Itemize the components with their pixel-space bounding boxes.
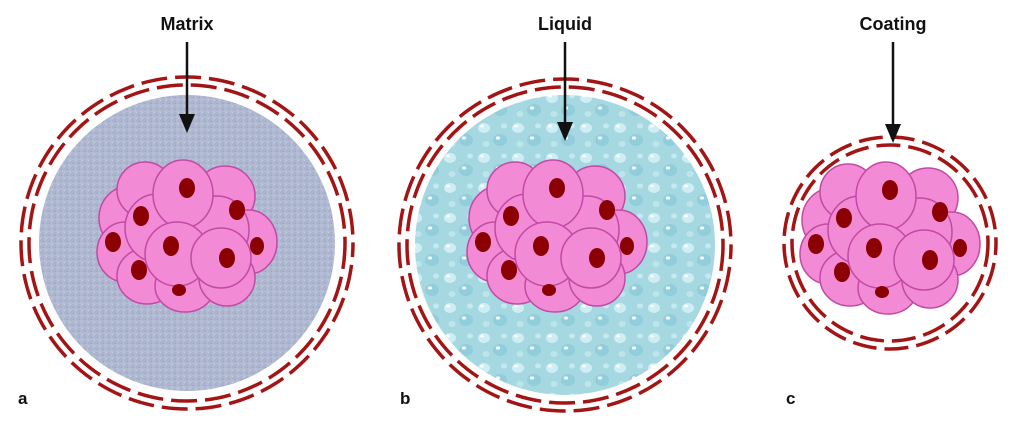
matrix-shell <box>27 83 347 403</box>
panel-label: Liquid <box>538 14 592 34</box>
panel-label: Coating <box>860 14 927 34</box>
panel-letter: a <box>18 389 28 408</box>
arrow-head <box>179 114 195 133</box>
arrow-head <box>557 122 573 141</box>
panel-coating: Coating c <box>782 14 998 408</box>
liquid-shell <box>405 85 725 405</box>
panel-liquid: Liquid b <box>397 14 733 413</box>
panel-matrix: Matrix a <box>18 14 355 411</box>
cell-cluster <box>799 161 981 315</box>
panel-label: Matrix <box>160 14 213 34</box>
cell-cluster <box>96 159 278 313</box>
coating-shell-outer <box>782 135 998 351</box>
panel-letter: c <box>786 389 795 408</box>
cell-cluster <box>466 159 648 313</box>
arrow-head <box>885 124 901 143</box>
panel-letter: b <box>400 389 410 408</box>
coating-shell <box>790 143 990 343</box>
